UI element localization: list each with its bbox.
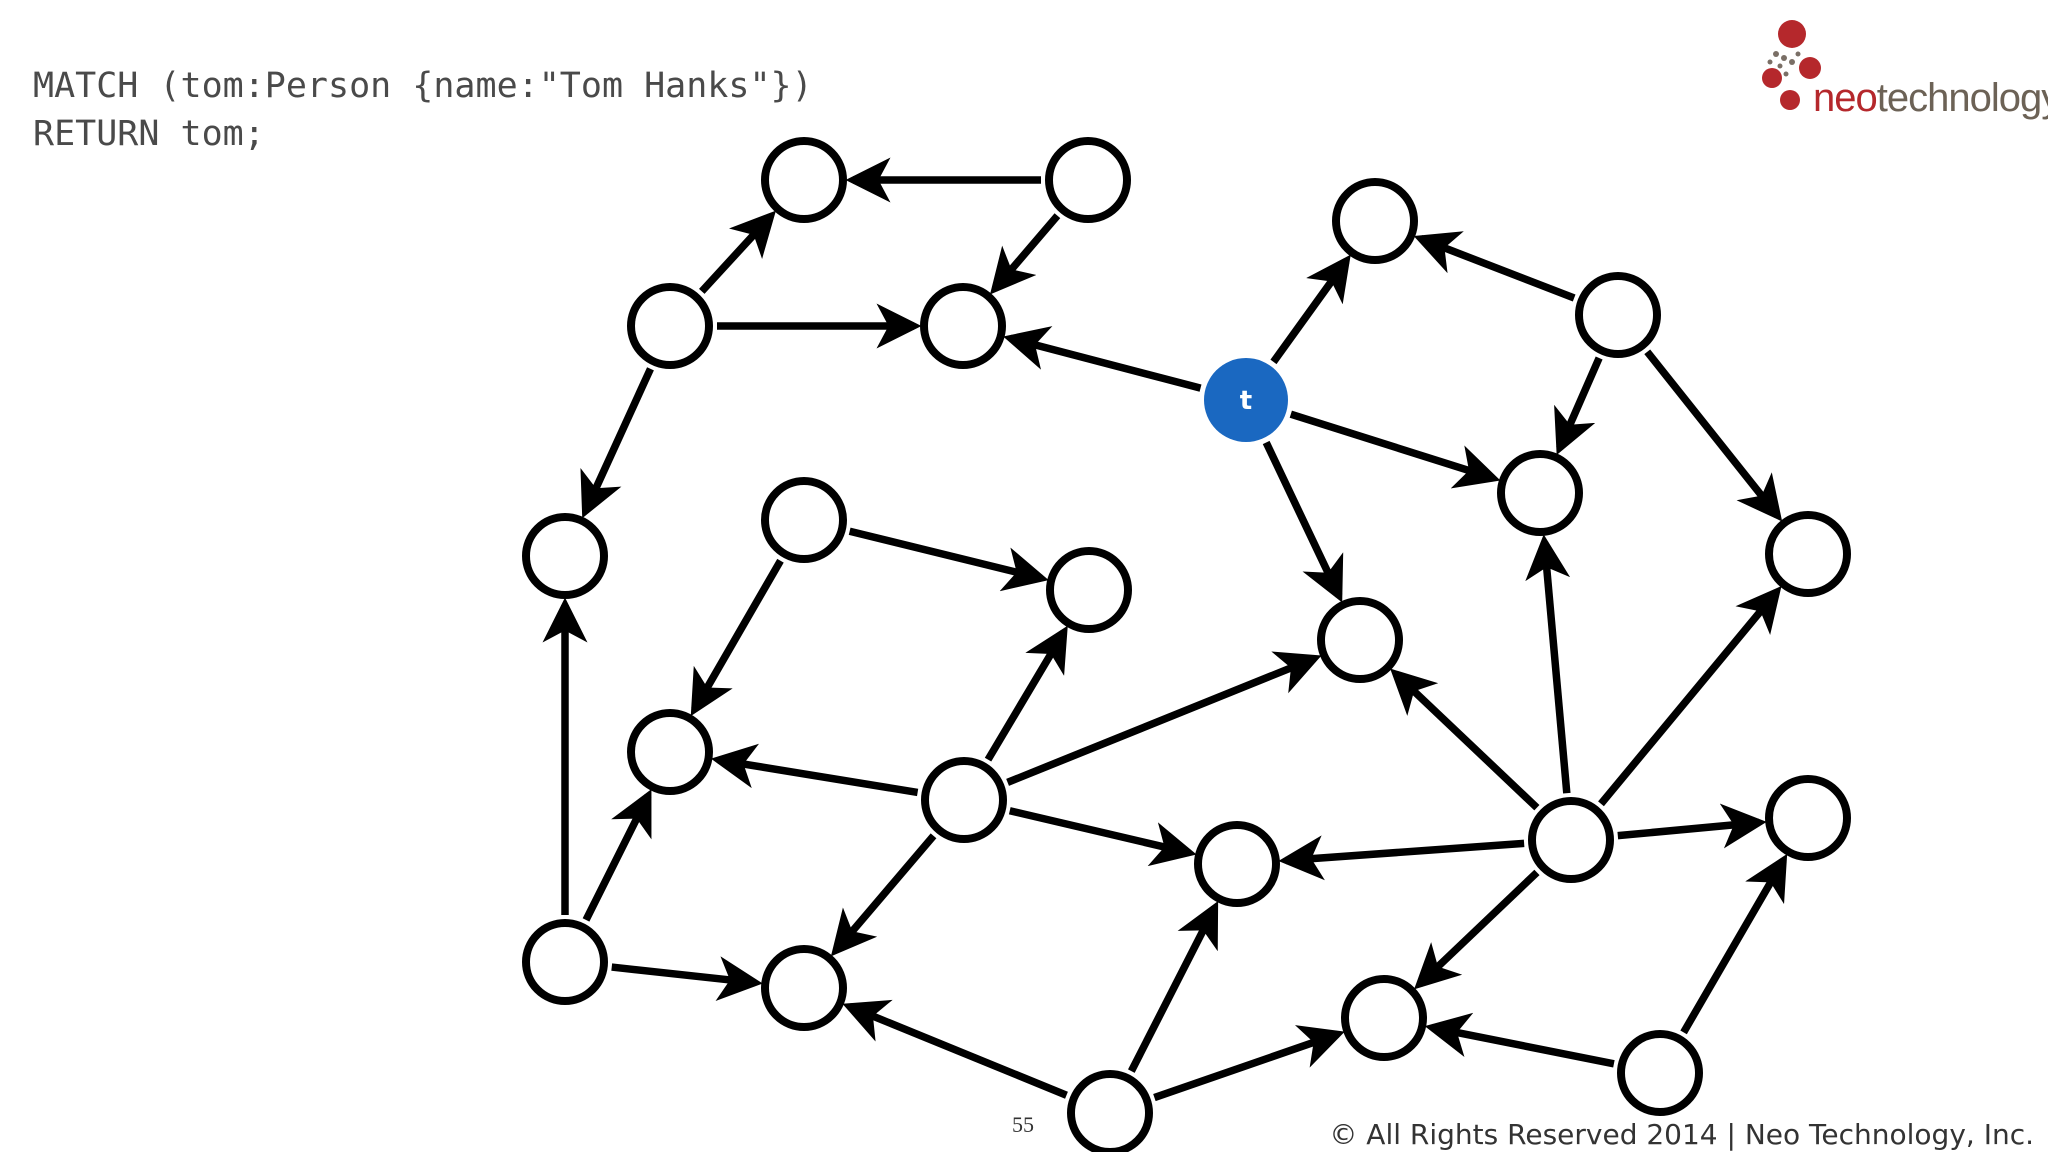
edges-layer	[542, 157, 1788, 1102]
graph-node[interactable]	[1194, 821, 1280, 907]
relationship-arrow-m-j	[611, 956, 763, 1002]
graph-node[interactable]	[522, 919, 608, 1005]
logo-neo-text: neo	[1813, 76, 1878, 120]
node-circle	[920, 283, 1006, 369]
relationship-arrow-t-c	[1003, 326, 1202, 392]
relationship-arrow-l-n	[1153, 1025, 1345, 1102]
node-circle	[1617, 1030, 1703, 1116]
node-circle	[761, 477, 847, 563]
node-circle	[627, 283, 713, 369]
relationship-arrow-f-g	[848, 527, 1049, 592]
nodes-layer: t	[522, 137, 1851, 1152]
relationship-arrow-b-e	[580, 367, 654, 519]
relationship-arrow-q-p	[1413, 231, 1576, 302]
relationship-arrow-m-h	[582, 789, 652, 922]
relationship-arrow-v-u	[1598, 585, 1782, 807]
graph-node-tom-hanks[interactable]: t	[1204, 358, 1288, 442]
relationship-arrow-v-r	[1390, 668, 1540, 811]
relationship-arrow-d-c	[989, 213, 1061, 295]
relationship-arrow-i-j	[830, 833, 937, 957]
logo-technology-text: technology	[1876, 76, 2048, 120]
relationship-arrow-t-p	[1270, 254, 1351, 365]
query-line-1: MATCH (tom:Person {name:"Tom Hanks"})	[33, 66, 813, 106]
relationship-arrow-t-s	[1289, 410, 1501, 489]
node-circle	[1067, 1070, 1153, 1152]
relationship-arrow-q-s	[1554, 356, 1603, 455]
cypher-query: MATCH (tom:Person {name:"Tom Hanks"}) RET…	[33, 62, 813, 158]
graph-node[interactable]	[1765, 511, 1851, 597]
relationship-arrow-i-k	[1008, 807, 1197, 867]
relationship-arrow-i-r	[1006, 651, 1322, 786]
graph-node[interactable]	[627, 709, 713, 795]
graph-node[interactable]	[921, 757, 1007, 843]
logo-wordmark: neotechnology	[1813, 76, 2048, 121]
relationship-arrow-l-k	[1128, 900, 1219, 1073]
graph-node[interactable]	[761, 945, 847, 1031]
relationship-arrow-b-a	[699, 210, 776, 294]
node-circle	[1497, 450, 1583, 536]
page-number: 55	[1012, 1112, 1034, 1137]
graph-node[interactable]	[1575, 272, 1661, 358]
node-circle	[1332, 178, 1418, 264]
query-line-2: RETURN tom;	[33, 114, 265, 154]
relationship-arrow-t-r	[1262, 440, 1344, 603]
neo-technology-logo: neotechnology	[1762, 16, 2048, 126]
graph-node[interactable]	[1341, 975, 1427, 1061]
relationship-arrow-q-u	[1644, 349, 1783, 522]
graph-node[interactable]	[1765, 775, 1851, 861]
node-circle	[1204, 358, 1288, 442]
graph-node[interactable]	[1528, 797, 1614, 883]
relationship-arrow-i-g	[984, 625, 1068, 762]
node-circle	[522, 513, 608, 599]
node-circle	[761, 945, 847, 1031]
relationship-arrow-w-n	[1424, 1012, 1615, 1068]
graph-node[interactable]	[1497, 450, 1583, 536]
graph-node[interactable]	[761, 477, 847, 563]
relationship-arrow-v-n	[1414, 869, 1540, 990]
node-circle	[627, 709, 713, 795]
relationship-arrow-w-o	[1680, 853, 1788, 1035]
node-circle	[1046, 547, 1132, 633]
relationship-arrow-v-s	[1525, 534, 1571, 794]
node-circle	[1045, 137, 1131, 223]
graph-node[interactable]	[1332, 178, 1418, 264]
graph-node[interactable]	[1317, 597, 1403, 683]
graph-node[interactable]	[1617, 1030, 1703, 1116]
node-circle	[522, 919, 608, 1005]
node-circle	[1575, 272, 1661, 358]
relationship-arrow-l-j	[842, 999, 1068, 1099]
node-circle	[1194, 821, 1280, 907]
graph-node[interactable]	[1067, 1070, 1153, 1152]
node-label: t	[1240, 386, 1252, 416]
graph-node[interactable]	[1045, 137, 1131, 223]
copyright-footer: © All Rights Reserved 2014 | Neo Technol…	[1329, 1118, 2034, 1151]
graph-node[interactable]	[627, 283, 713, 369]
relationship-arrow-v-k	[1278, 835, 1525, 881]
node-circle	[1765, 775, 1851, 861]
node-circle	[921, 757, 1007, 843]
relationship-arrow-f-h	[690, 558, 784, 717]
logo-dots-icon	[1762, 20, 1821, 110]
relationship-arrow-v-o	[1617, 803, 1767, 849]
node-circle	[1317, 597, 1403, 683]
relationship-arrow-i-h	[710, 743, 919, 797]
graph-node[interactable]	[761, 137, 847, 223]
graph-node[interactable]	[920, 283, 1006, 369]
graph-node[interactable]	[1046, 547, 1132, 633]
node-circle	[1341, 975, 1427, 1061]
node-circle	[1765, 511, 1851, 597]
node-circle	[1528, 797, 1614, 883]
graph-node[interactable]	[522, 513, 608, 599]
node-circle	[761, 137, 847, 223]
